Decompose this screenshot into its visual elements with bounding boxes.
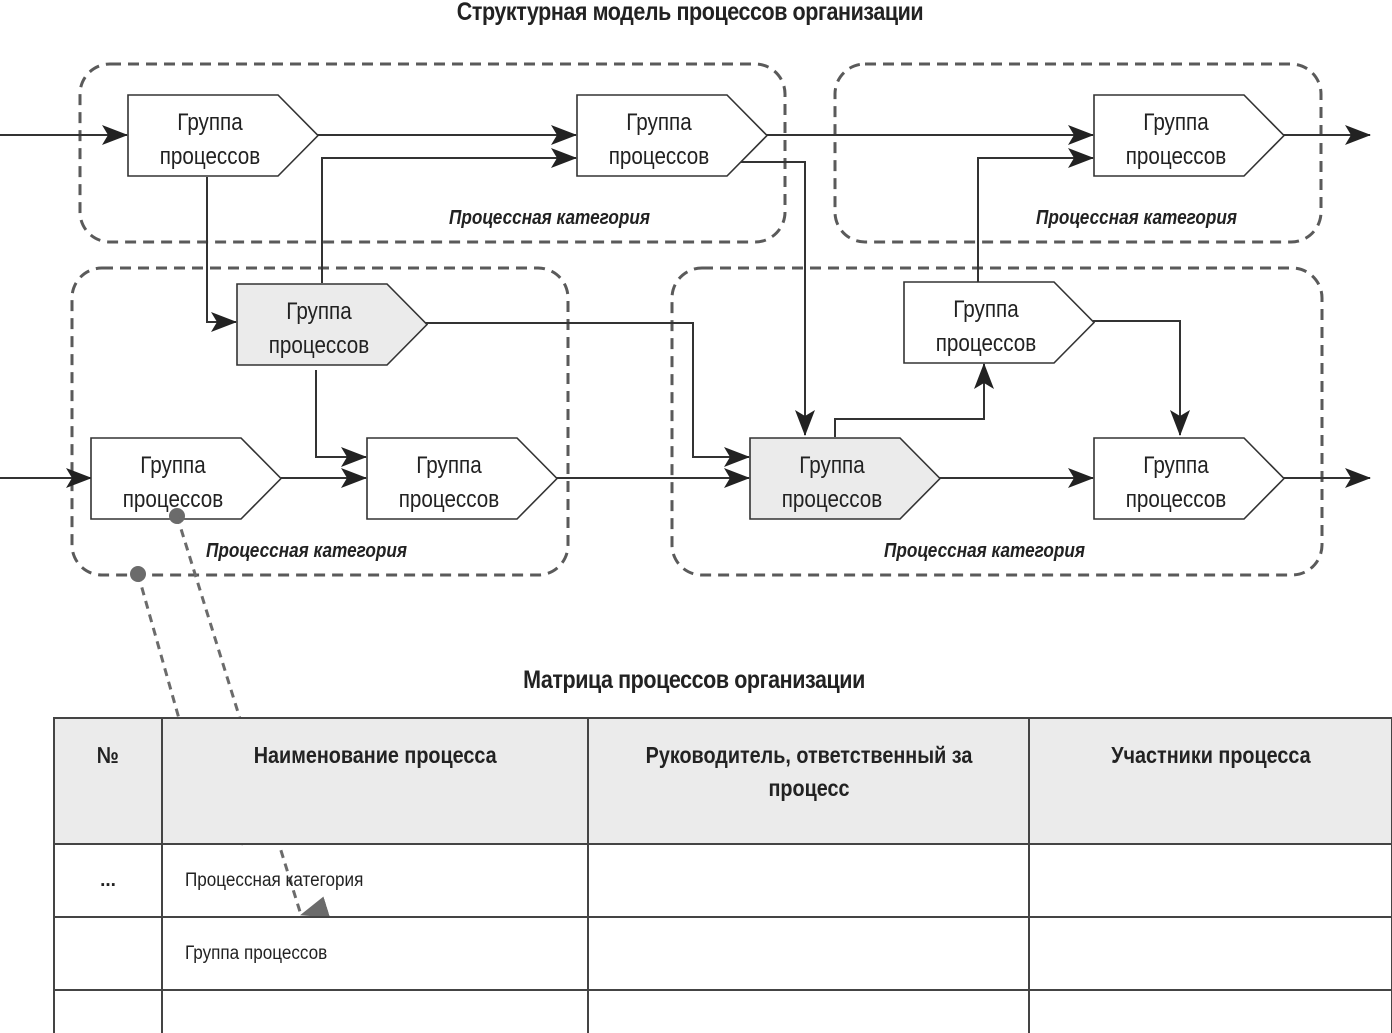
node-label: Группа	[1143, 109, 1209, 136]
node-label: Группа	[286, 298, 352, 325]
node-label: процессов	[123, 486, 223, 513]
node-label: процессов	[399, 486, 499, 513]
node-label: процессов	[269, 332, 369, 359]
flow-n7-n9	[1093, 320, 1190, 436]
node-shape	[1093, 94, 1286, 177]
node-shape	[1093, 437, 1286, 520]
header-number: №	[53, 717, 163, 845]
flow-n8-n7	[834, 363, 994, 437]
category-label: Процессная категория	[206, 539, 407, 562]
node-label: Группа	[1143, 452, 1209, 479]
process-group-node: Группа процессов	[90, 437, 283, 520]
node-label: процессов	[782, 486, 882, 513]
flow-n7-n3	[977, 148, 1094, 282]
process-group-node: Группа процессов	[366, 437, 559, 520]
node-shape	[236, 283, 429, 366]
cell-owner	[587, 916, 1030, 991]
process-group-node: Группа процессов	[1093, 94, 1286, 177]
process-diagram: Процессная категория Процессная категори…	[0, 62, 1371, 918]
process-group-node: Группа процессов	[749, 437, 942, 520]
node-label: Группа	[140, 452, 206, 479]
node-label: Группа	[416, 452, 482, 479]
mapping-links	[130, 508, 331, 918]
header-process-name: Наименование процесса	[161, 717, 589, 845]
process-group-node: Группа процессов	[236, 283, 429, 366]
node-shape	[127, 94, 320, 177]
node-shape	[366, 437, 559, 520]
category-label: Процессная категория	[884, 539, 1085, 562]
matrix-title: Матрица процессов организации	[523, 666, 865, 694]
process-group-node: Группа процессов	[127, 94, 320, 177]
category-top-right: Процессная категория	[833, 62, 1323, 244]
node-shape	[903, 281, 1096, 364]
header-owner: Руководитель, ответственный за процесс	[587, 717, 1030, 845]
flow-n4-n2	[321, 148, 577, 283]
node-label: процессов	[1126, 143, 1226, 170]
cell-process-name: Группа процессов	[161, 916, 589, 991]
node-label: процессов	[1126, 486, 1226, 513]
process-group-node: Группа процессов	[903, 281, 1096, 364]
cell-participants	[1028, 989, 1392, 1033]
cell-owner	[587, 843, 1030, 918]
link-category-to-row	[136, 573, 243, 846]
node-shape	[576, 94, 769, 177]
process-group-node: Группа процессов	[1093, 437, 1286, 520]
node-label: Группа	[177, 109, 243, 136]
cell-number: ...	[53, 843, 163, 918]
category-bottom-right: Процессная категория	[670, 266, 1324, 577]
cell-participants	[1028, 916, 1392, 991]
header-participants: Участники процесса	[1028, 717, 1392, 845]
cell-process-name	[161, 989, 589, 1033]
cell-number	[53, 916, 163, 991]
category-bottom-left: Процессная категория	[70, 266, 570, 577]
cell-owner	[587, 989, 1030, 1033]
category-label: Процессная категория	[1036, 206, 1237, 229]
flow-n2-n8	[728, 161, 815, 436]
node-label: процессов	[936, 330, 1036, 357]
table-row	[53, 989, 1392, 1033]
node-label: Группа	[799, 452, 865, 479]
process-group-node: Группа процессов	[576, 94, 769, 177]
flow-n4-n6	[315, 370, 367, 467]
flow-n4-n8	[425, 322, 750, 467]
structural-model-title: Структурная модель процессов организации	[456, 0, 924, 26]
node-label: процессов	[609, 143, 709, 170]
node-shape	[749, 437, 942, 520]
cell-number	[53, 989, 163, 1033]
table-header-row: № Наименование процесса Руководитель, от…	[53, 717, 1392, 845]
node-label: Группа	[953, 296, 1019, 323]
cell-process-name: Процессная категория	[161, 843, 589, 918]
node-shape	[90, 437, 283, 520]
process-matrix-table: № Наименование процесса Руководитель, от…	[53, 717, 1392, 1033]
node-label: процессов	[160, 143, 260, 170]
category-top-left: Процессная категория	[78, 62, 787, 244]
cell-participants	[1028, 843, 1392, 918]
category-label: Процессная категория	[449, 206, 650, 229]
table-row: ... Процессная категория	[53, 843, 1392, 918]
flow-connectors	[0, 125, 1371, 488]
table-row: Группа процессов	[53, 916, 1392, 991]
node-label: Группа	[626, 109, 692, 136]
flow-n1-n4	[206, 177, 237, 332]
